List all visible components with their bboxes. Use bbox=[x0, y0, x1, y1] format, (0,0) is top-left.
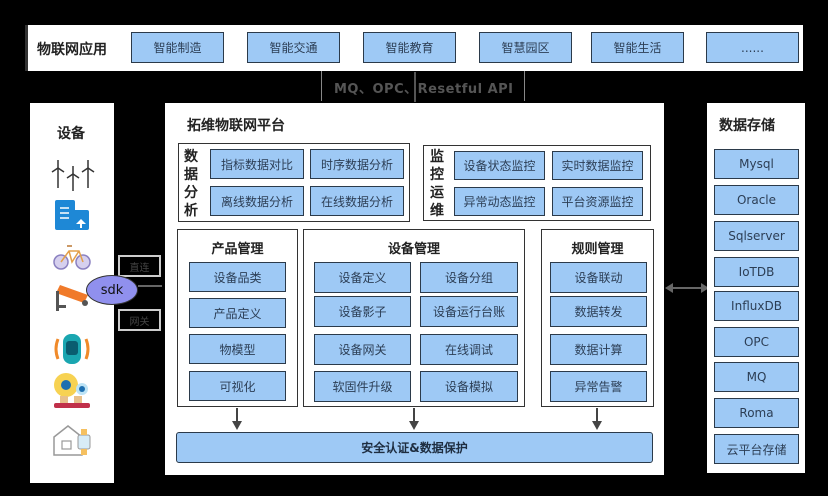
app-item-smart-park[interactable]: 智慧园区 bbox=[479, 32, 572, 63]
device-mgmt-item[interactable]: 软固件升级 bbox=[314, 371, 411, 402]
platform-storage-arrow-icon bbox=[665, 283, 709, 293]
product-to-security-arrow bbox=[236, 408, 238, 422]
product-mgmt-item[interactable]: 可视化 bbox=[189, 371, 286, 401]
direct-connection-label: 直连 bbox=[118, 255, 161, 277]
storage-item-influxdb[interactable]: InfluxDB bbox=[714, 291, 799, 321]
security-camera-icon bbox=[56, 285, 88, 311]
app-layer: 物联网应用 智能制造 智能交通 智能教育 智慧园区 智能生活 ...... bbox=[25, 25, 803, 71]
rule-mgmt-item[interactable]: 数据转发 bbox=[550, 296, 647, 327]
monitoring-item[interactable]: 设备状态监控 bbox=[454, 151, 545, 180]
product-mgmt-item[interactable]: 产品定义 bbox=[189, 298, 286, 328]
sdk-badge: sdk bbox=[86, 275, 138, 305]
platform-panel: 拓维物联网平台 数据分析 指标数据对比 时序数据分析 离线数据分析 在线数据分析… bbox=[165, 103, 664, 475]
interface-label: MQ、OPC、Resetful API bbox=[334, 82, 514, 97]
product-mgmt-item[interactable]: 物模型 bbox=[189, 334, 286, 364]
storage-item-opc[interactable]: OPC bbox=[714, 327, 799, 357]
app-item-transportation[interactable]: 智能交通 bbox=[247, 32, 340, 63]
storage-item-mysql[interactable]: Mysql bbox=[714, 149, 799, 179]
data-analysis-group: 数据分析 指标数据对比 时序数据分析 离线数据分析 在线数据分析 bbox=[178, 143, 410, 222]
interface-divider-right bbox=[524, 71, 525, 101]
data-analysis-title: 数据分析 bbox=[184, 149, 198, 219]
monitoring-item[interactable]: 实时数据监控 bbox=[552, 151, 643, 180]
app-item-manufacturing[interactable]: 智能制造 bbox=[131, 32, 224, 63]
device-mgmt-item[interactable]: 在线调试 bbox=[420, 334, 518, 365]
product-mgmt-group: 产品管理 设备品类 产品定义 物模型 可视化 bbox=[177, 229, 298, 407]
device-mgmt-group: 设备管理 设备定义 设备分组 设备影子 设备运行台账 设备网关 在线调试 软固件… bbox=[303, 229, 525, 407]
data-analysis-item[interactable]: 离线数据分析 bbox=[210, 186, 304, 216]
storage-item-mq[interactable]: MQ bbox=[714, 362, 799, 392]
bicycle-icon bbox=[53, 245, 91, 270]
app-item-more[interactable]: ...... bbox=[706, 32, 799, 63]
data-analysis-item[interactable]: 指标数据对比 bbox=[210, 149, 304, 179]
smart-building-icon bbox=[55, 200, 89, 230]
rule-to-security-arrow bbox=[596, 408, 598, 422]
rule-mgmt-item[interactable]: 数据计算 bbox=[550, 334, 647, 365]
monitoring-title: 监控运维 bbox=[430, 149, 444, 219]
monitoring-group: 监控运维 设备状态监控 实时数据监控 异常动态监控 平台资源监控 bbox=[423, 145, 651, 221]
rule-mgmt-item[interactable]: 异常告警 bbox=[550, 371, 647, 402]
product-mgmt-title: 产品管理 bbox=[211, 242, 264, 257]
storage-item-iotdb[interactable]: IoTDB bbox=[714, 257, 799, 287]
device-mgmt-item[interactable]: 设备分组 bbox=[420, 262, 518, 293]
app-item-smart-life[interactable]: 智能生活 bbox=[591, 32, 684, 63]
device-mgmt-item[interactable]: 设备网关 bbox=[314, 334, 411, 365]
app-layer-title: 物联网应用 bbox=[37, 42, 107, 58]
storage-item-oracle[interactable]: Oracle bbox=[714, 185, 799, 215]
monitoring-item[interactable]: 平台资源监控 bbox=[552, 187, 643, 216]
storage-item-roma[interactable]: Roma bbox=[714, 398, 799, 428]
device-mgmt-item[interactable]: 设备模拟 bbox=[420, 371, 518, 402]
app-item-education[interactable]: 智能教育 bbox=[363, 32, 456, 63]
bidirectional-arrow-icon bbox=[414, 72, 416, 102]
data-analysis-item[interactable]: 时序数据分析 bbox=[310, 149, 404, 179]
rule-mgmt-title: 规则管理 bbox=[571, 242, 624, 257]
monitoring-item[interactable]: 异常动态监控 bbox=[454, 187, 545, 216]
smart-factory-icon bbox=[54, 373, 90, 408]
smart-home-icon bbox=[53, 425, 91, 456]
rule-mgmt-item[interactable]: 设备联动 bbox=[550, 262, 647, 293]
storage-panel: 数据存储 Mysql Oracle Sqlserver IoTDB Influx… bbox=[707, 103, 805, 473]
device-mgmt-item[interactable]: 设备影子 bbox=[314, 296, 411, 327]
arrow-down-icon bbox=[232, 421, 242, 430]
storage-title: 数据存储 bbox=[719, 118, 775, 134]
platform-title: 拓维物联网平台 bbox=[187, 118, 285, 134]
device-mgmt-item[interactable]: 设备运行台账 bbox=[420, 296, 518, 327]
product-mgmt-item[interactable]: 设备品类 bbox=[189, 262, 286, 292]
car-radar-icon bbox=[54, 334, 90, 364]
interface-divider-left bbox=[321, 71, 322, 101]
gateway-connection-label: 网关 bbox=[118, 309, 161, 331]
security-bar[interactable]: 安全认证&数据保护 bbox=[176, 432, 653, 463]
device-mgmt-item[interactable]: 设备定义 bbox=[314, 262, 411, 293]
device-mgmt-title: 设备管理 bbox=[387, 242, 440, 257]
storage-item-sqlserver[interactable]: Sqlserver bbox=[714, 221, 799, 251]
storage-item-cloud[interactable]: 云平台存储 bbox=[714, 434, 799, 464]
sdk-arrow-icon bbox=[138, 285, 162, 287]
arrow-down-icon bbox=[592, 421, 602, 430]
devices-title: 设备 bbox=[57, 126, 85, 142]
data-analysis-item[interactable]: 在线数据分析 bbox=[310, 186, 404, 216]
device-to-security-arrow bbox=[413, 408, 415, 422]
arrow-down-icon bbox=[409, 421, 419, 430]
wind-turbine-icon bbox=[51, 160, 95, 191]
rule-mgmt-group: 规则管理 设备联动 数据转发 数据计算 异常告警 bbox=[541, 229, 654, 407]
